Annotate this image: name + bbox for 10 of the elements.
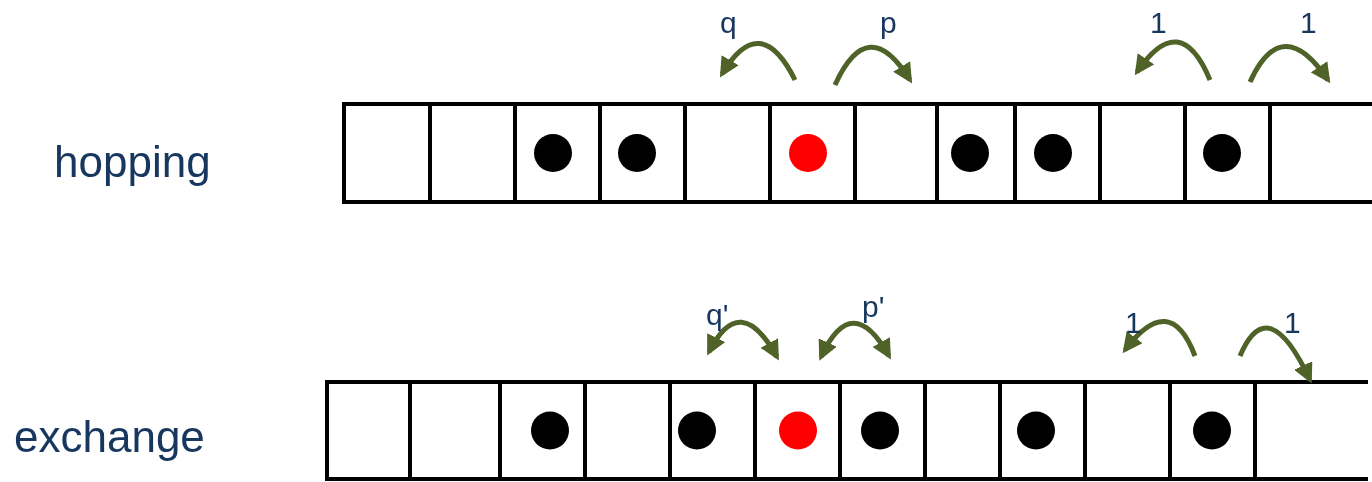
rate-label: 1 <box>1284 308 1301 338</box>
rate-label: 1 <box>1125 308 1142 338</box>
rate-label: q' <box>706 300 729 330</box>
rate-label: q <box>720 8 737 38</box>
row-label: hopping <box>54 140 211 184</box>
row-label: exchange <box>14 415 205 459</box>
rate-label: p' <box>862 292 885 322</box>
rate-label: 1 <box>1300 8 1317 38</box>
rate-label: 1 <box>1150 8 1167 38</box>
rate-label: p <box>880 8 897 38</box>
